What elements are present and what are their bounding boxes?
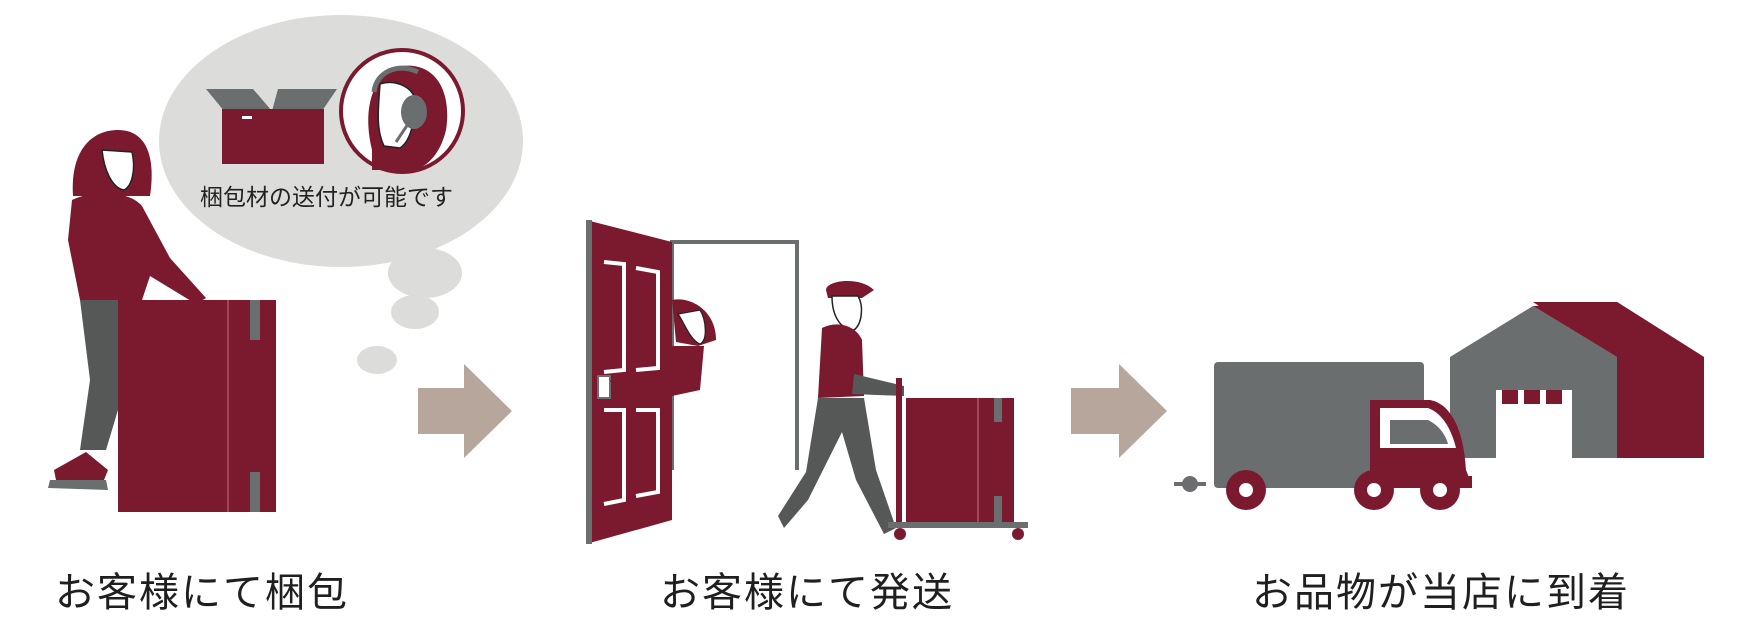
step-2-label: お客様にて発送 (660, 570, 954, 616)
step-3-label: お品物が当店に到着 (1252, 570, 1630, 616)
bubble-caption: 梱包材の送付が可能です (200, 185, 453, 211)
hand-truck-with-box (888, 378, 1028, 540)
delivery-man-figure (778, 280, 904, 534)
arrow-right-icon (418, 364, 512, 458)
operator-headset-icon (339, 48, 465, 174)
arrow-right-icon (1071, 364, 1167, 458)
woman-packing-figure (48, 130, 206, 490)
woman-peeking-figure (610, 299, 716, 396)
step-1-label: お客様にて梱包 (55, 570, 349, 616)
open-box-icon (206, 89, 337, 164)
delivery-truck-icon (1174, 362, 1472, 510)
warehouse-icon (1450, 302, 1704, 458)
cardboard-box (118, 300, 276, 512)
